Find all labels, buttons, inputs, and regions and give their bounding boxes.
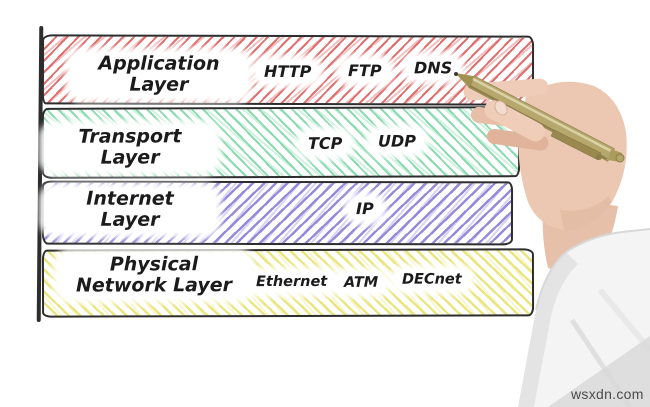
- watermark: wsxdn.com: [571, 386, 644, 402]
